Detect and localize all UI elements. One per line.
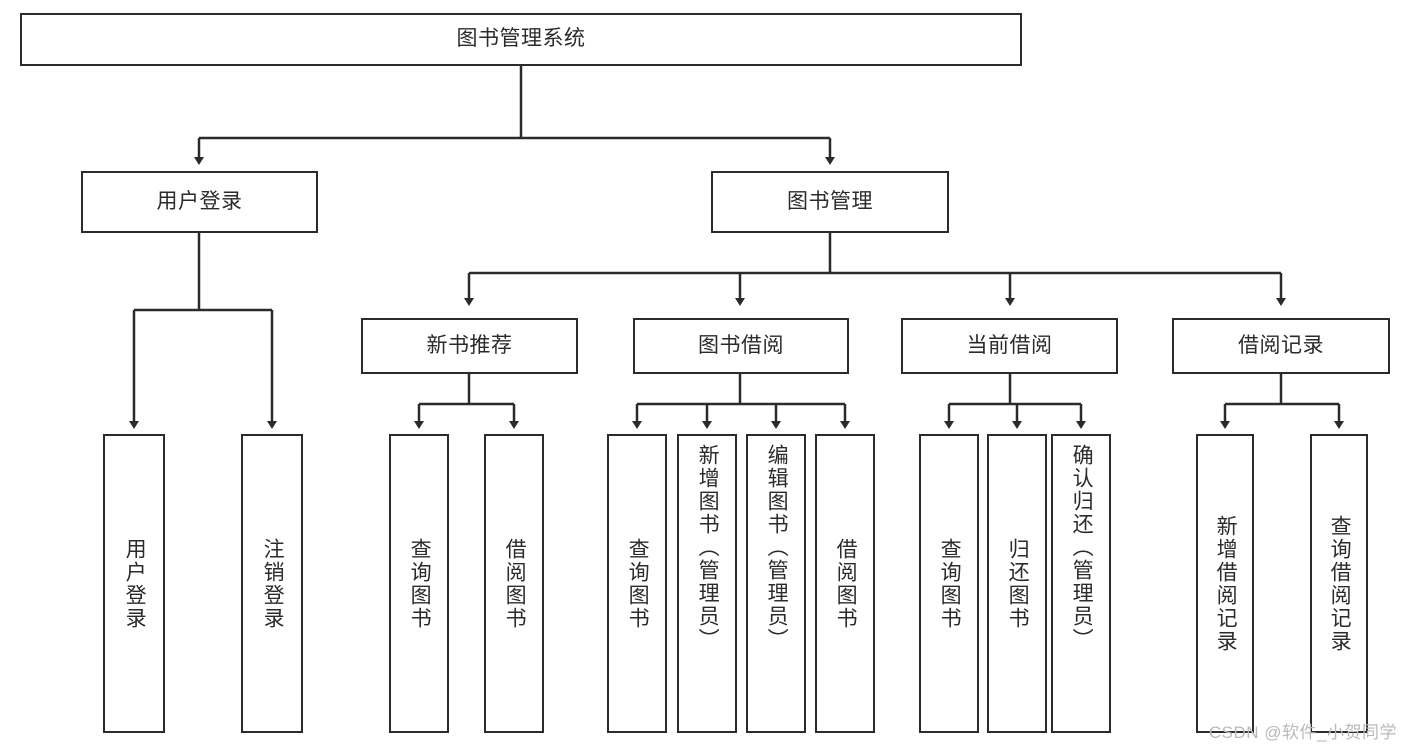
leaf-query-record[interactable]: 查询借阅记录 [1310,434,1368,733]
leaf-query-book-2[interactable]: 查询图书 [607,434,667,733]
node-user-login[interactable]: 用户登录 [81,171,318,233]
node-root-label: 图书管理系统 [456,27,586,51]
leaf-add-record[interactable]: 新增借阅记录 [1196,434,1254,733]
leaf-add-record-label: 新增借阅记录 [1214,514,1238,653]
node-borrow-record-label: 借阅记录 [1238,333,1324,357]
leaf-query-book-3[interactable]: 查询图书 [919,434,979,733]
leaf-confirm-return[interactable]: 确认归还（管理员） [1051,434,1111,733]
leaf-user-logout-label: 注销登录 [261,537,285,630]
leaf-query-record-label: 查询借阅记录 [1328,514,1352,653]
leaf-edit-book-label: 编辑图书（管理员） [765,444,789,651]
leaf-query-book-2-label: 查询图书 [626,537,650,630]
leaf-add-book-label: 新增图书（管理员） [696,444,720,651]
node-book-borrow-label: 图书借阅 [698,333,784,357]
leaf-borrow-book-1[interactable]: 借阅图书 [484,434,544,733]
leaf-borrow-book-1-label: 借阅图书 [503,537,527,630]
node-current-borrow-label: 当前借阅 [966,333,1053,357]
leaf-add-book[interactable]: 新增图书（管理员） [677,434,737,733]
leaf-edit-book[interactable]: 编辑图书（管理员） [746,434,806,733]
leaf-query-book-3-label: 查询图书 [938,537,962,630]
leaf-user-login-label: 用户登录 [123,537,147,630]
node-new-book-recommend[interactable]: 新书推荐 [361,318,578,374]
node-book-management[interactable]: 图书管理 [711,171,949,233]
node-user-login-label: 用户登录 [156,189,243,213]
node-root[interactable]: 图书管理系统 [20,13,1022,66]
node-new-book-recommend-label: 新书推荐 [426,333,513,357]
leaf-borrow-book-2[interactable]: 借阅图书 [815,434,875,733]
node-current-borrow[interactable]: 当前借阅 [901,318,1118,374]
leaf-user-logout[interactable]: 注销登录 [241,434,303,733]
node-book-borrow[interactable]: 图书借阅 [633,318,849,374]
leaf-query-book-1[interactable]: 查询图书 [389,434,449,733]
node-book-management-label: 图书管理 [787,189,873,213]
leaf-user-login[interactable]: 用户登录 [103,434,165,733]
leaf-confirm-return-label: 确认归还（管理员） [1070,444,1094,651]
leaf-return-book-label: 归还图书 [1006,537,1030,630]
watermark: CSDN @软件_小贺同学 [1208,723,1397,742]
node-borrow-record[interactable]: 借阅记录 [1172,318,1390,374]
leaf-return-book[interactable]: 归还图书 [987,434,1047,733]
leaf-borrow-book-2-label: 借阅图书 [834,537,858,630]
leaf-query-book-1-label: 查询图书 [408,537,432,630]
